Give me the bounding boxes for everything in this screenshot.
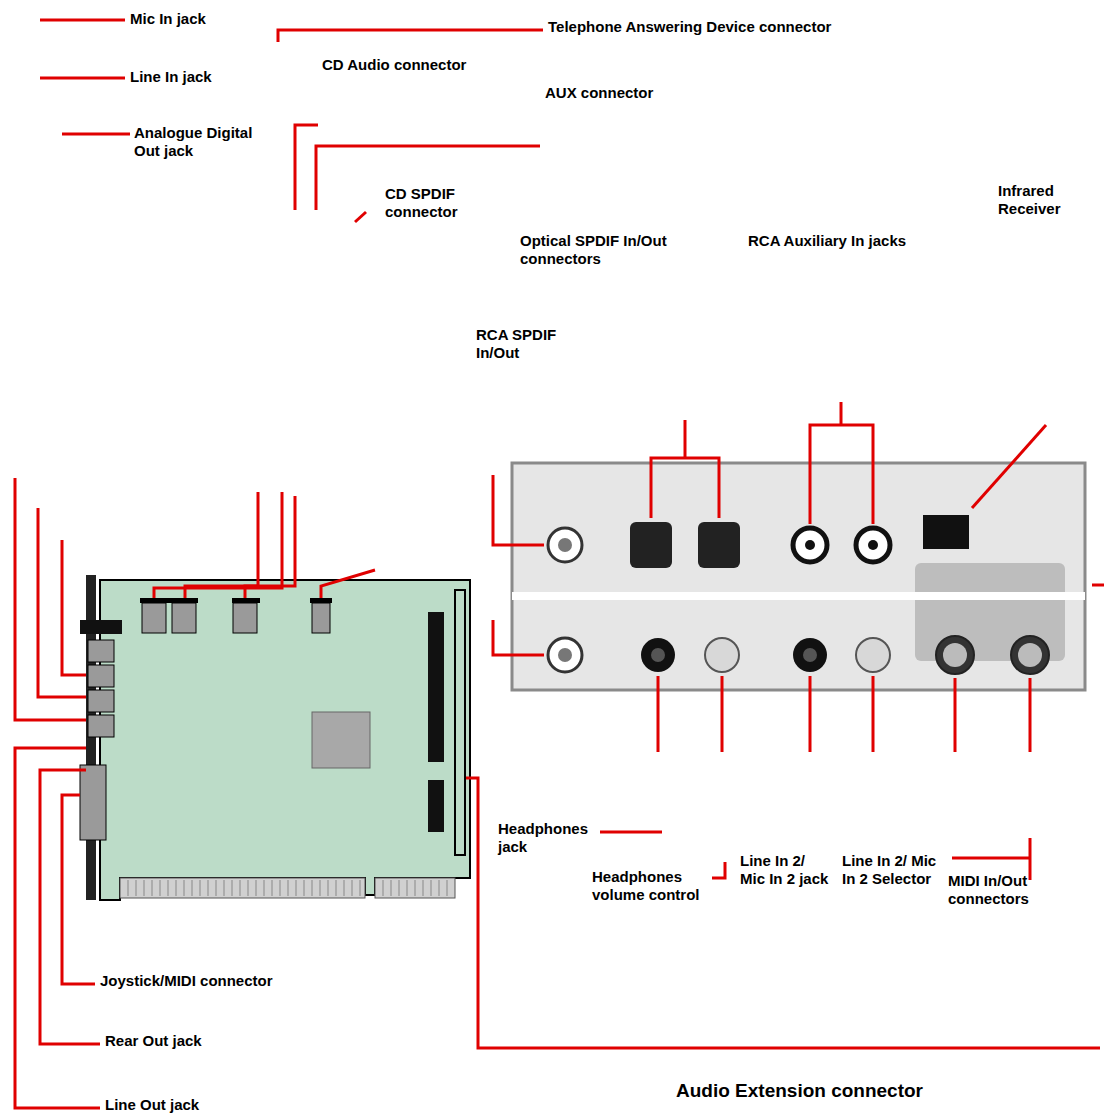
- part-label: Line In jack: [130, 68, 290, 86]
- leader-lines: [15, 20, 1104, 1108]
- part-label: MIDI In/Out connectors: [948, 872, 1068, 908]
- part-label: Infrared Receiver: [998, 182, 1088, 218]
- part-label: Analogue Digital Out jack: [134, 124, 264, 160]
- part-label: Optical SPDIF In/Out connectors: [520, 232, 695, 268]
- part-label: Mic In jack: [130, 10, 290, 28]
- part-label: Headphones jack: [498, 820, 594, 856]
- part-label: CD SPDIF connector: [385, 185, 480, 221]
- part-label: RCA Auxiliary In jacks: [748, 232, 948, 250]
- sound-card: [80, 575, 470, 900]
- part-label: Audio Extension connector: [676, 1080, 956, 1103]
- part-label: AUX connector: [545, 84, 765, 102]
- part-label: Rear Out jack: [105, 1032, 285, 1050]
- extension-panel: [512, 463, 1085, 690]
- part-label: Headphones volume control: [592, 868, 710, 904]
- part-label: Line In 2/ Mic In 2 jack: [740, 852, 832, 888]
- part-label: RCA SPDIF In/Out: [476, 326, 568, 362]
- part-label: Line Out jack: [105, 1096, 285, 1114]
- part-label: Joystick/MIDI connector: [100, 972, 340, 990]
- part-label: Telephone Answering Device connector: [548, 18, 888, 36]
- part-label: CD Audio connector: [322, 56, 512, 74]
- part-label: Line In 2/ Mic In 2 Selector: [842, 852, 942, 888]
